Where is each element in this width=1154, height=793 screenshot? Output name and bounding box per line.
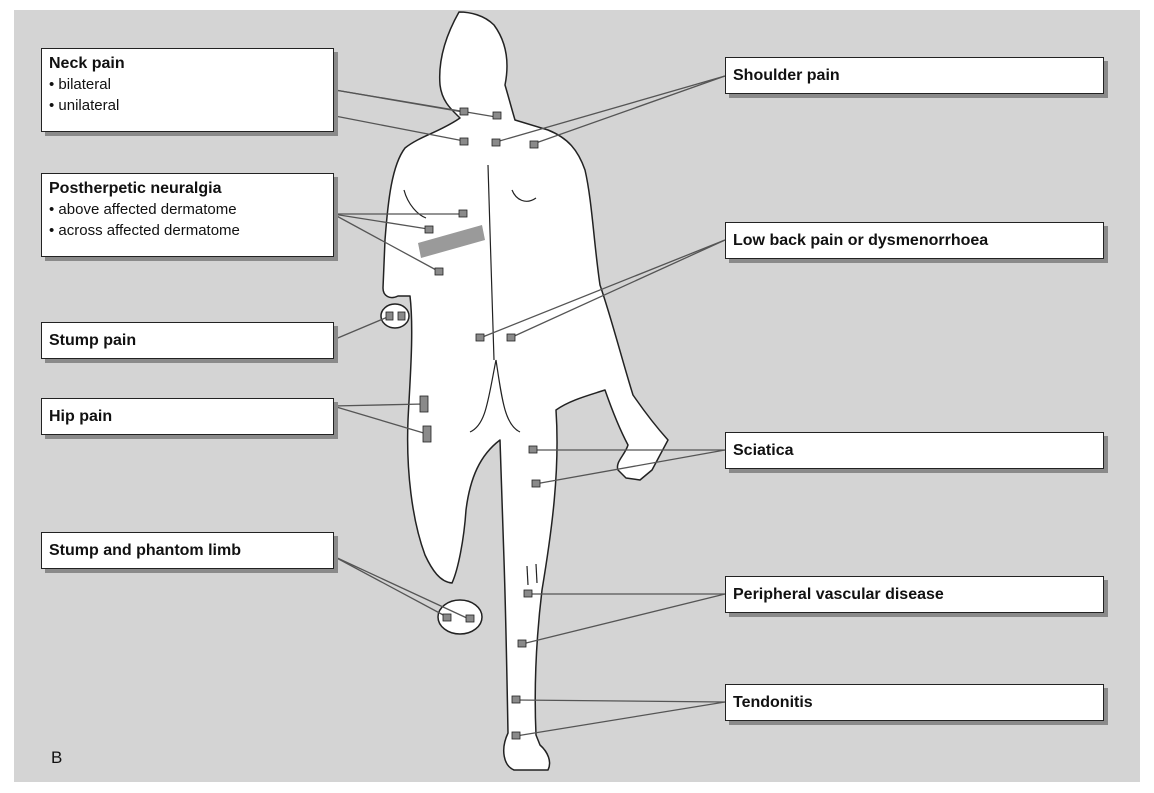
electrode-postherpetic-across-upper: [424, 225, 434, 234]
label-shoulder-pain: Shoulder pain: [725, 57, 1104, 94]
label-low-back-pain: Low back pain or dysmenorrhoea: [725, 222, 1104, 259]
electrode-pvd-upper: [523, 589, 533, 598]
body-contours: [403, 164, 538, 586]
electrode-phantom-left: [442, 613, 452, 622]
stump-circle-arm: [380, 303, 410, 329]
label-neck-pain-title: Neck pain: [49, 55, 125, 72]
electrode-low-back-left: [475, 333, 485, 342]
electrode-sciatica-upper: [528, 445, 538, 454]
label-neck-pain: Neck pain • bilateral • unilateral: [41, 48, 334, 132]
electrode-neck-bilateral-right: [492, 111, 502, 120]
label-postherpetic-above: • above affected dermatome: [49, 201, 237, 218]
label-tendonitis-title: Tendonitis: [733, 694, 813, 711]
label-pvd-title: Peripheral vascular disease: [733, 586, 944, 603]
label-stump-phantom-limb: Stump and phantom limb: [41, 532, 334, 569]
label-neck-pain-unilateral: • unilateral: [49, 97, 120, 114]
label-neck-pain-bilateral: • bilateral: [49, 76, 111, 93]
electrode-postherpetic-across-lower: [434, 267, 444, 276]
electrode-stump-arm-left: [385, 311, 394, 321]
electrode-pvd-lower: [517, 639, 527, 648]
electrode-shoulder-left: [491, 138, 501, 147]
label-postherpetic-title: Postherpetic neuralgia: [49, 180, 222, 197]
electrode-low-back-right: [506, 333, 516, 342]
electrode-postherpetic-above: [458, 209, 468, 218]
electrode-neck-bilateral-left: [459, 107, 469, 116]
body-outline: [380, 11, 669, 771]
electrode-hip-upper: [419, 395, 429, 413]
label-stump-pain-title: Stump pain: [49, 332, 137, 349]
label-postherpetic-across: • across affected dermatome: [49, 222, 240, 239]
label-tendonitis: Tendonitis: [725, 684, 1104, 721]
electrode-tendon-lower: [511, 731, 521, 740]
electrode-neck-unilateral: [459, 137, 469, 146]
label-postherpetic-neuralgia: Postherpetic neuralgia • above affected …: [41, 173, 334, 257]
label-hip-pain-title: Hip pain: [49, 408, 113, 425]
electrode-tendon-upper: [511, 695, 521, 704]
label-low-back-title: Low back pain or dysmenorrhoea: [733, 232, 989, 249]
label-shoulder-pain-title: Shoulder pain: [733, 67, 840, 84]
electrodes: [385, 107, 541, 740]
label-sciatica: Sciatica: [725, 432, 1104, 469]
stump-circle-lower: [437, 599, 483, 635]
panel-letter: B: [51, 748, 63, 767]
electrode-phantom-right: [465, 614, 475, 623]
label-sciatica-title: Sciatica: [733, 442, 794, 459]
label-stump-pain: Stump pain: [41, 322, 334, 359]
label-hip-pain: Hip pain: [41, 398, 334, 435]
dermatome-band: [418, 225, 485, 258]
electrode-sciatica-lower: [531, 479, 541, 488]
label-peripheral-vascular-disease: Peripheral vascular disease: [725, 576, 1104, 613]
electrode-stump-arm-right: [397, 311, 406, 321]
electrode-shoulder-right: [529, 140, 539, 149]
electrode-hip-lower: [422, 425, 432, 443]
label-stump-phantom-title: Stump and phantom limb: [49, 542, 241, 559]
